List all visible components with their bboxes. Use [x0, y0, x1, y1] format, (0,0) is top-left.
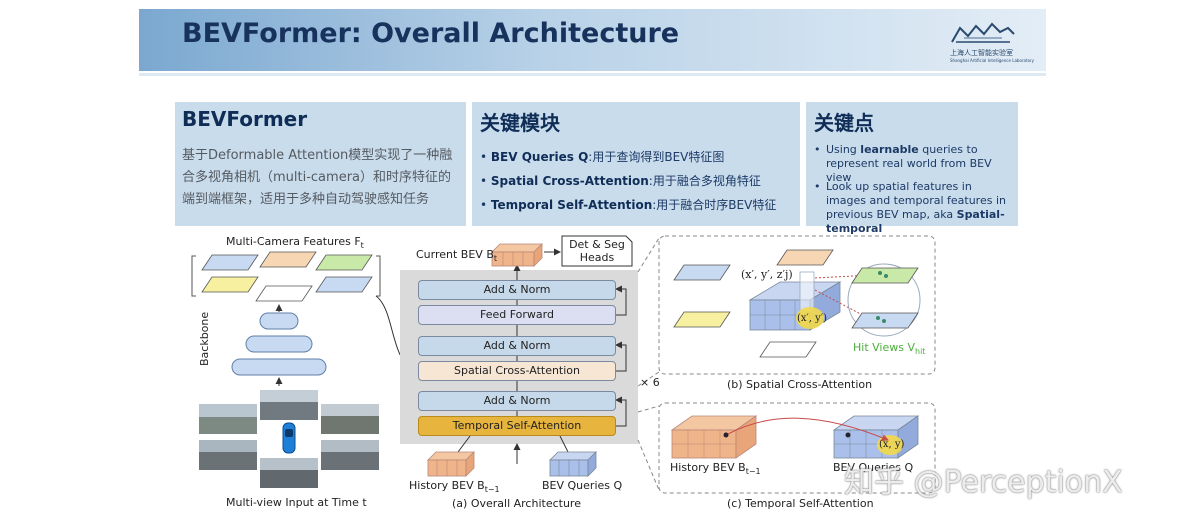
- backbone-label: Backbone: [198, 311, 211, 366]
- logo-text-cn: 上海人工智能实验室: [950, 49, 1013, 57]
- watermark: 知乎 @PerceptionX: [844, 465, 1123, 500]
- key-point-2: • Look up spatial features in images and…: [814, 180, 1006, 235]
- lab-logo: 上海人工智能实验室 Shanghai Artificial Intelligen…: [950, 22, 1035, 63]
- tsa-history-cube: [670, 415, 758, 459]
- tsa-panel: [658, 402, 936, 494]
- panel-key-modules: [472, 102, 800, 226]
- sca-camera-views: [673, 249, 834, 358]
- kp1-bold: learnable: [860, 143, 919, 156]
- repeat-label: × 6: [640, 376, 660, 389]
- multi-camera-features-label: Multi-Camera Features Ft: [226, 235, 364, 250]
- hit-views-text: Hit Views V: [853, 341, 915, 354]
- module-name: BEV Queries Q: [490, 150, 589, 164]
- module-item: • Spatial Cross-Attention:用于融合多视角特征: [480, 174, 761, 188]
- multi-view-images: [199, 390, 379, 488]
- add-norm-block: Add & Norm: [418, 336, 616, 356]
- add-norm-block: Add & Norm: [418, 280, 616, 300]
- history-bev-text: History BEV B: [409, 479, 485, 492]
- multi-view-input-label: Multi-view Input at Time t: [226, 496, 367, 509]
- module-name: Temporal Self-Attention: [490, 198, 653, 212]
- history-bev-sub: t−1: [484, 485, 500, 495]
- panel-key-modules-title: 关键模块: [480, 111, 560, 135]
- panel-key-points-title: 关键点: [814, 111, 874, 135]
- tsa-history-sub: t−1: [745, 467, 761, 477]
- caption-a: (a) Overall Architecture: [452, 497, 581, 510]
- module-desc: :用于查询得到BEV特征图: [588, 150, 725, 164]
- hit-views-sub: hit: [915, 347, 926, 357]
- mcf-text: Multi-Camera Features F: [226, 235, 361, 248]
- current-bev-sub: t: [493, 254, 498, 264]
- add-norm-block: Add & Norm: [418, 391, 616, 411]
- kp2-pre: Look up spatial features in images and t…: [826, 180, 1006, 221]
- sca-panel: [658, 235, 936, 375]
- camera-feature-maps: [201, 251, 373, 302]
- sca-bev-grid: [748, 271, 873, 331]
- point-label: (x′, y′, z′j): [741, 268, 793, 281]
- det-seg-line2: Heads: [579, 251, 615, 264]
- hit-views-circle: [847, 263, 921, 337]
- module-item: • BEV Queries Q:用于查询得到BEV特征图: [480, 150, 725, 164]
- panel-bevformer-title: BEVFormer: [182, 107, 308, 131]
- backbone-stack: [231, 304, 327, 386]
- module-desc: :用于融合时序BEV特征: [652, 198, 777, 212]
- mcf-sub: t: [360, 241, 364, 251]
- spatial-cross-attention-block: Spatial Cross-Attention: [418, 361, 616, 381]
- hit-views-label: Hit Views Vhit: [853, 341, 925, 356]
- panel-bevformer: [175, 102, 466, 226]
- caption-c: (c) Temporal Self-Attention: [727, 497, 874, 510]
- module-item: • Temporal Self-Attention:用于融合时序BEV特征: [480, 198, 777, 212]
- module-name: Spatial Cross-Attention: [490, 174, 649, 188]
- page-title: BEVFormer: Overall Architecture: [182, 18, 680, 49]
- panel-bevformer-body: 基于Deformable Attention模型实现了一种融合多视角相机（mul…: [182, 148, 453, 207]
- header-banner: [139, 9, 1046, 71]
- tsa-history-label: History BEV Bt−1: [670, 461, 761, 476]
- temporal-self-attention-block: Temporal Self-Attention: [418, 416, 616, 436]
- current-bev-text: Current BEV B: [416, 248, 494, 261]
- bev-queries-cube: [549, 451, 597, 477]
- kp2-bold: Spatial-temporal: [826, 208, 1005, 235]
- panel-key-points: [806, 102, 1018, 226]
- module-desc: :用于融合多视角特征: [648, 174, 761, 188]
- tsa-queries-label: BEV Queries Q: [833, 461, 914, 474]
- det-seg-heads-box: [561, 235, 633, 267]
- current-bev-label: Current BEV Bt: [416, 248, 497, 263]
- xy-label: (x′, y′): [797, 313, 827, 324]
- header-divider: [139, 73, 1046, 76]
- current-bev-cube: [491, 243, 543, 267]
- tsa-history-text: History BEV B: [670, 461, 746, 474]
- caption-b: (b) Spatial Cross-Attention: [727, 378, 873, 391]
- logo-icon: [951, 22, 1015, 43]
- feature-brace: [191, 255, 381, 297]
- det-seg-heads-label: Det & Seg Heads: [566, 238, 628, 264]
- bev-queries-label: BEV Queries Q: [542, 479, 623, 492]
- key-point-1: • Using learnable queries to represent r…: [814, 143, 992, 184]
- kp1-pre: Using: [826, 143, 861, 156]
- tsa-query-cube: [832, 415, 920, 459]
- kp1-post: queries to represent real world from BEV…: [826, 143, 992, 184]
- history-bev-label: History BEV Bt−1: [409, 479, 500, 494]
- history-bev-cube: [427, 451, 475, 477]
- det-seg-line1: Det & Seg: [569, 238, 625, 251]
- tsa-xy-label: (x, y): [879, 439, 905, 450]
- feed-forward-block: Feed Forward: [418, 305, 616, 325]
- encoder-arrows: [457, 264, 627, 464]
- logo-text-en: Shanghai Artificial Intelligence Laborat…: [950, 58, 1035, 63]
